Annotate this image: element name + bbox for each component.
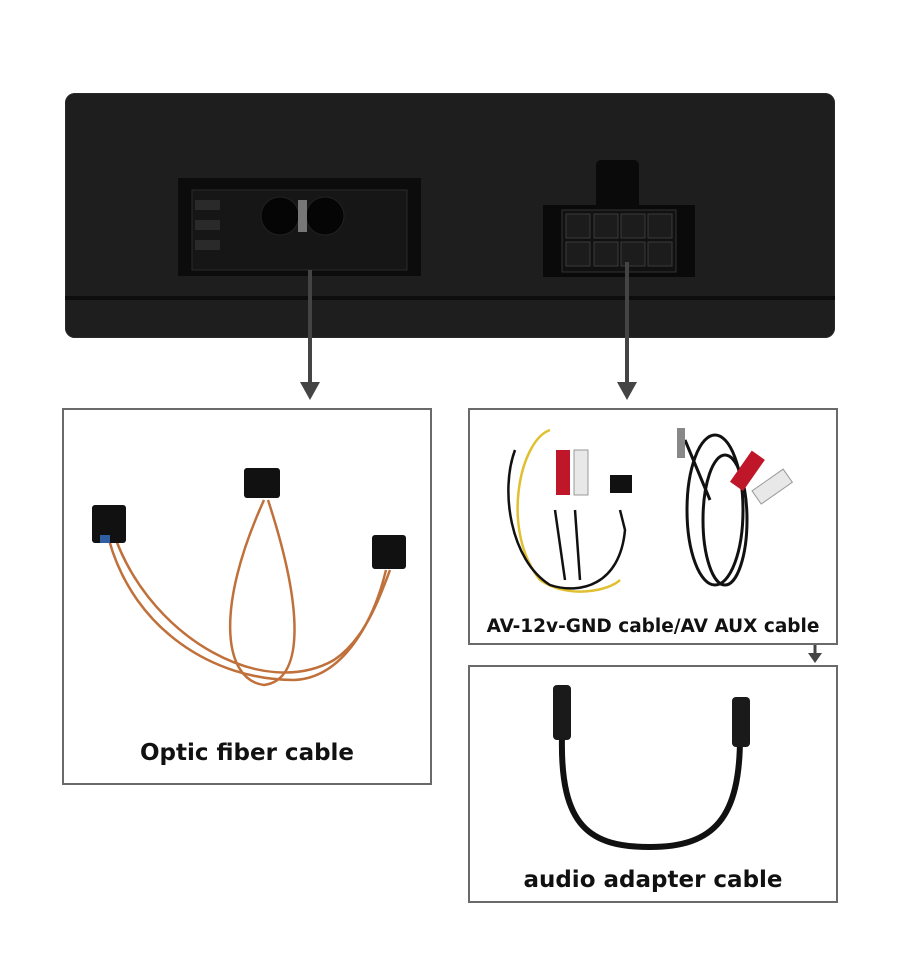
optic-fiber-panel: Optic fiber cable — [62, 408, 432, 785]
audio-adapter-panel: audio adapter cable — [468, 665, 838, 903]
optic-fiber-cable-image — [92, 468, 406, 687]
optic-fiber-cable-label: Optic fiber cable — [139, 740, 355, 766]
device-seam — [65, 296, 835, 300]
audio-adapter-cable-label: audio adapter cable — [523, 867, 783, 893]
power-connector-8pin — [543, 160, 695, 277]
av-cable-image — [507, 428, 794, 593]
optic-port — [178, 178, 421, 276]
audio-adapter-cable-image — [553, 685, 750, 851]
arrow-to-audio-panel — [808, 645, 822, 663]
arrow-to-av-panel — [617, 262, 637, 400]
av-cable-panel: AV-12v-GND cable/AV AUX cable — [468, 408, 838, 645]
arrow-to-optic-panel — [300, 270, 320, 400]
av-cable-label: AV-12v-GND cable/AV AUX cable — [486, 616, 820, 637]
